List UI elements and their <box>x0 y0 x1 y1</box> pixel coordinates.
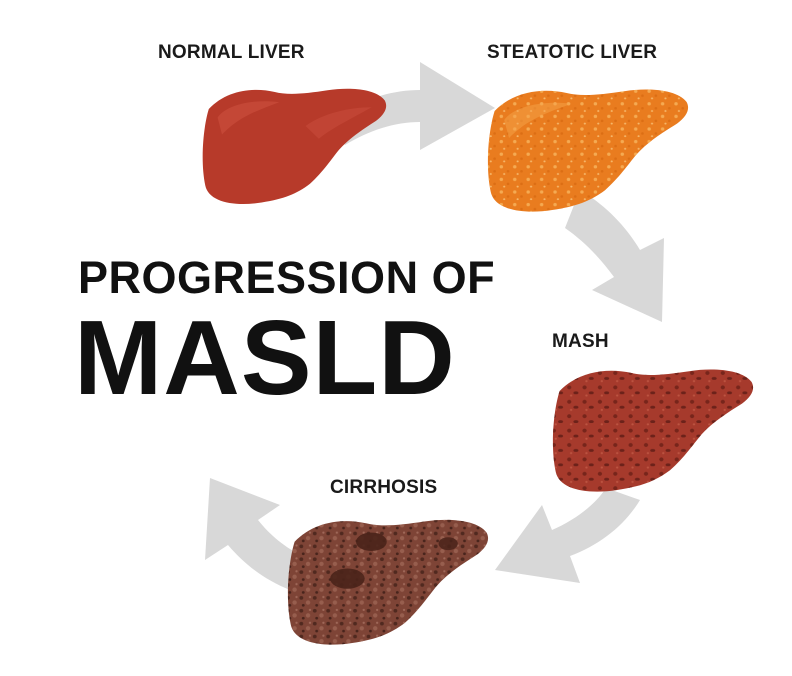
mash-liver-icon <box>552 369 754 492</box>
arrow-cirrhosis-to-normal <box>205 478 305 590</box>
arrow-steatotic-to-mash <box>565 190 664 322</box>
title-line-2: MASLD <box>74 299 456 417</box>
stage-label-steatotic-liver: STEATOTIC LIVER <box>487 42 658 63</box>
stage-label-cirrhosis: CIRRHOSIS <box>330 477 438 498</box>
arrow-mash-to-cirrhosis <box>495 488 640 583</box>
title-line-1: PROGRESSION OF <box>78 252 496 303</box>
stage-label-normal-liver: NORMAL LIVER <box>158 42 305 63</box>
stage-label-mash: MASH <box>552 331 609 352</box>
arrow-normal-to-steatotic <box>330 62 495 150</box>
normal-liver-icon <box>202 88 387 205</box>
cycle-arrows <box>205 62 664 590</box>
cirrhosis-liver-icon <box>287 519 489 645</box>
steatotic-liver-icon <box>487 89 689 212</box>
